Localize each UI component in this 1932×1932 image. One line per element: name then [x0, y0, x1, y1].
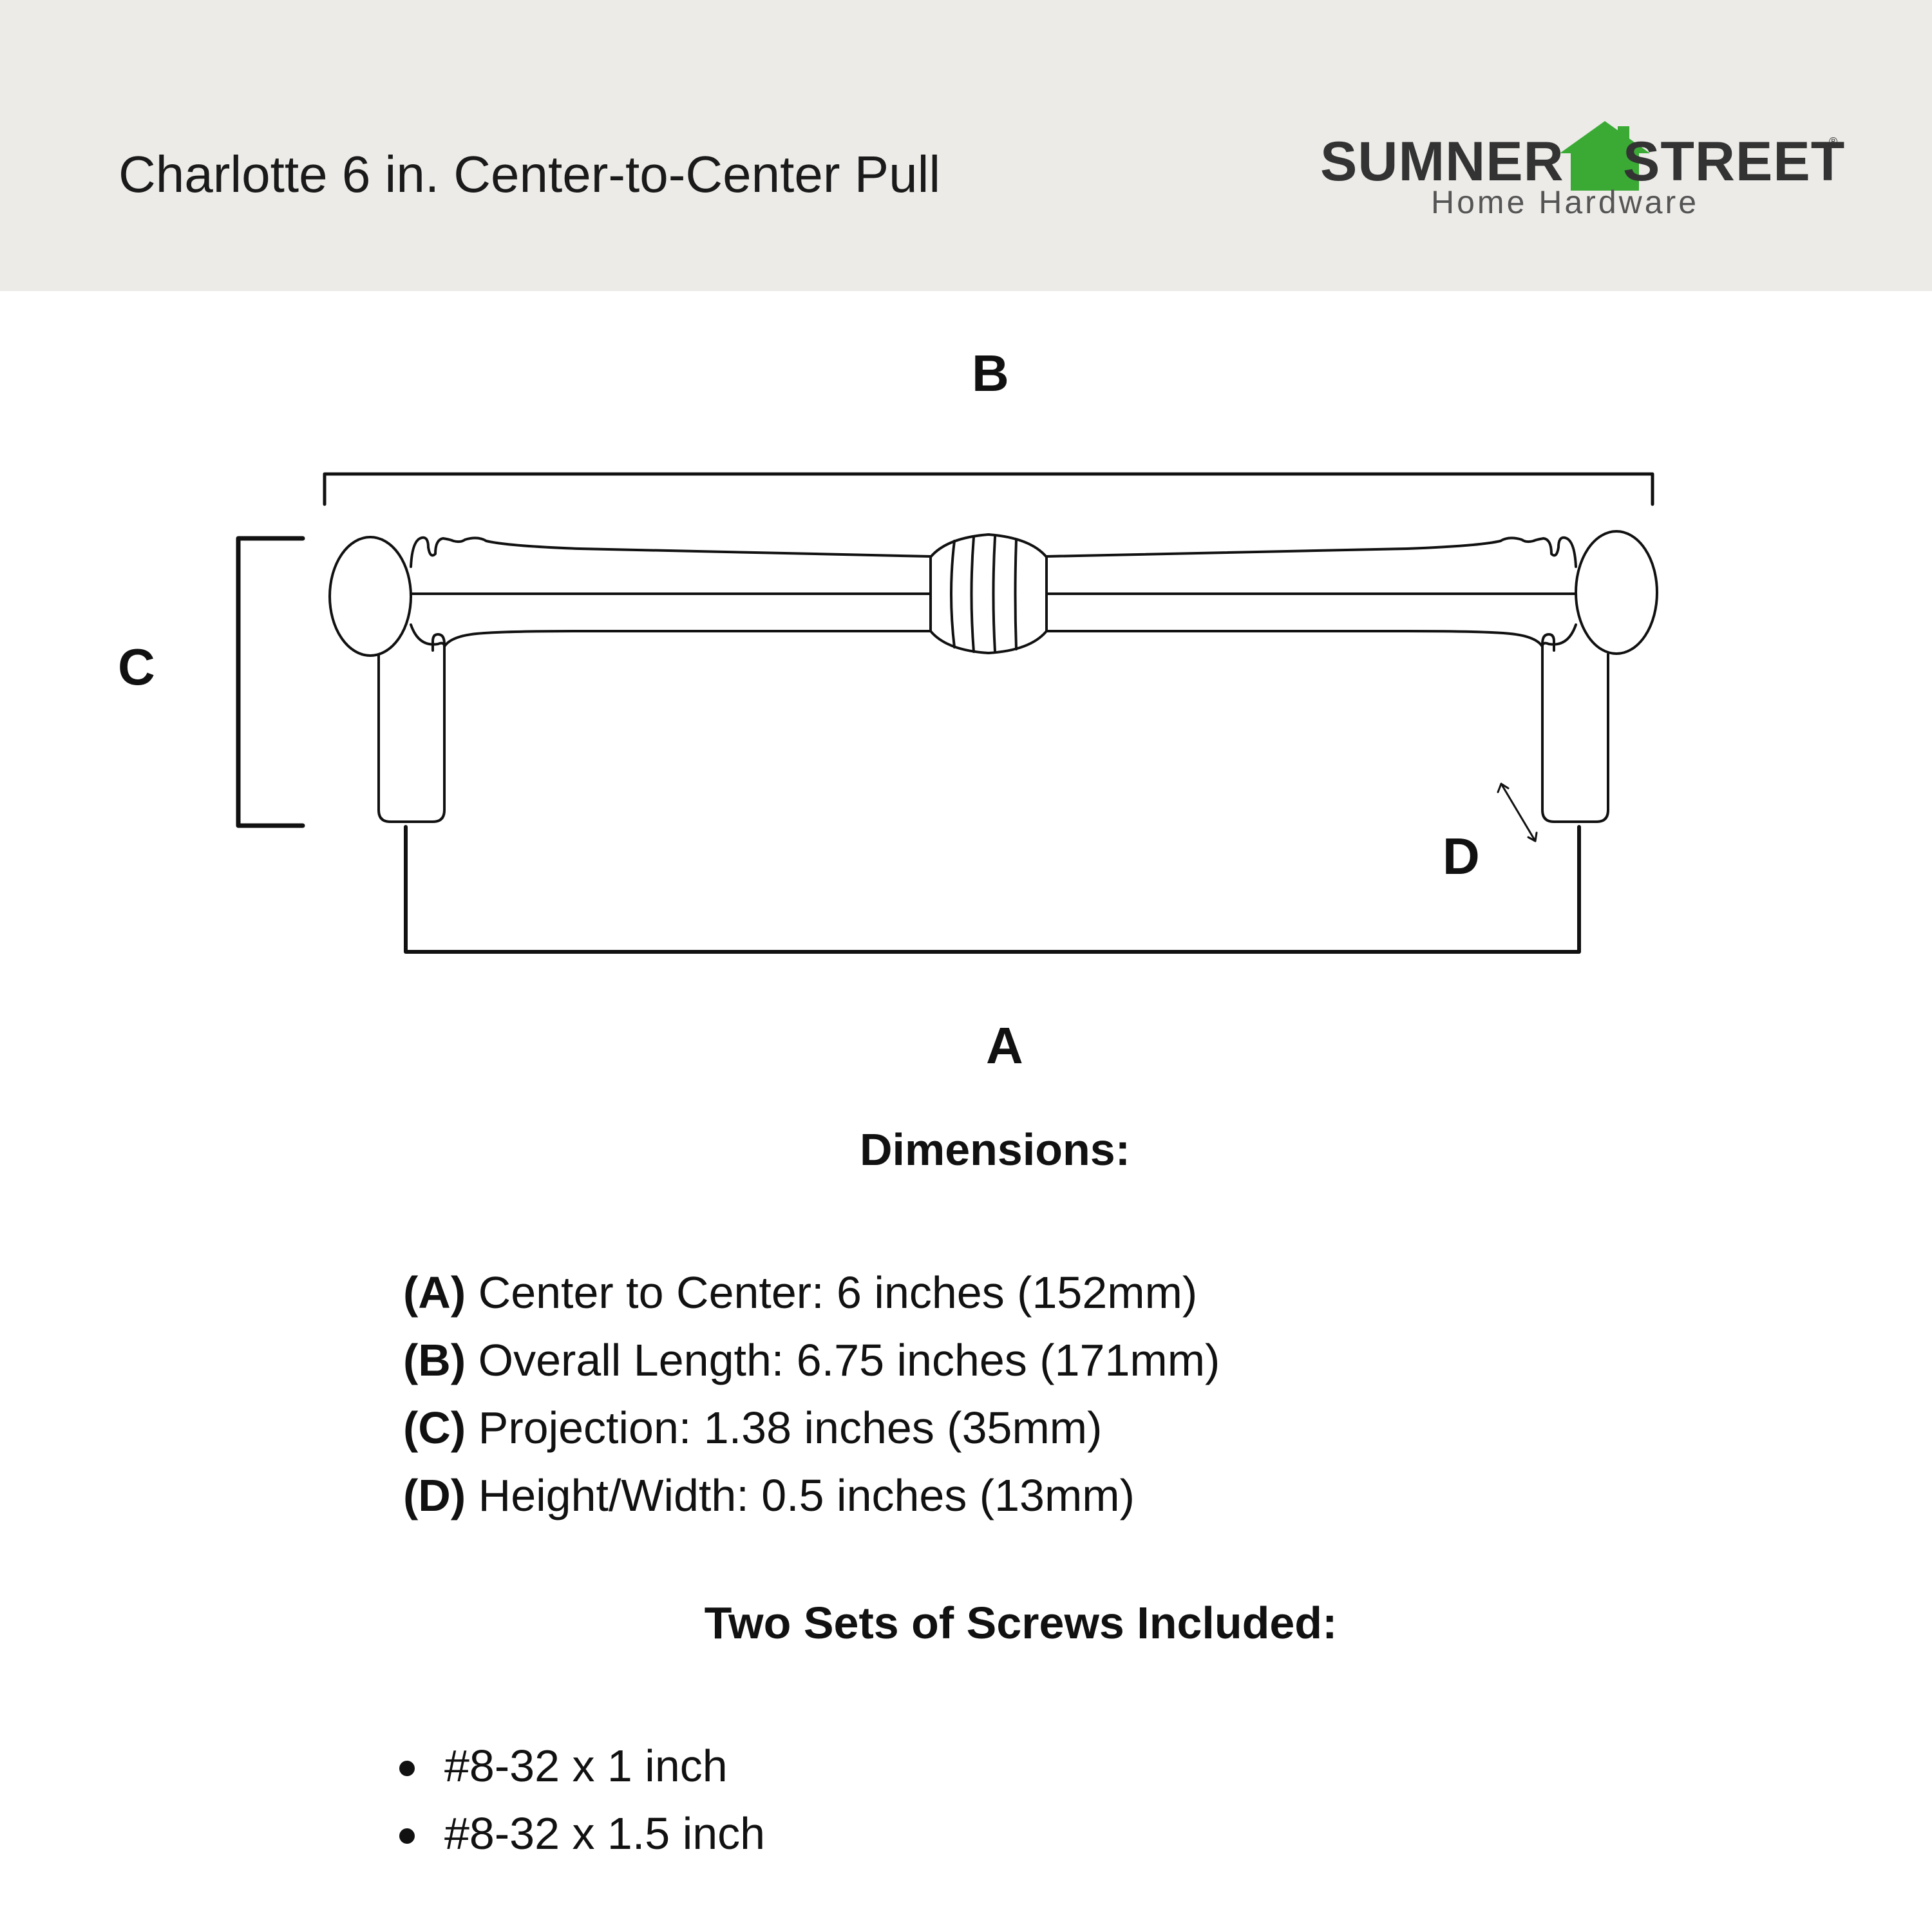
- dimension-text: Height/Width: 0.5 inches (13mm): [466, 1470, 1135, 1520]
- brand-logo: SUMNER STREET ® Home Hardware: [1320, 116, 1844, 225]
- dimension-text: Projection: 1.38 inches (35mm): [466, 1403, 1103, 1453]
- list-item: #8-32 x 1.5 inch: [399, 1800, 766, 1868]
- label-a: A: [986, 1017, 1023, 1074]
- label-b: B: [972, 345, 1009, 402]
- dimension-item-c: (C) Projection: 1.38 inches (35mm): [403, 1394, 1220, 1462]
- pull-diagram: B C D A: [0, 291, 1932, 1128]
- dimension-item-d: (D) Height/Width: 0.5 inches (13mm): [403, 1462, 1220, 1530]
- screws-list: #8-32 x 1 inch #8-32 x 1.5 inch: [399, 1732, 766, 1868]
- screw-text: #8-32 x 1 inch: [444, 1741, 728, 1791]
- dimensions-list: (A) Center to Center: 6 inches (152mm) (…: [403, 1259, 1220, 1530]
- screws-heading: Two Sets of Screws Included:: [704, 1598, 1338, 1648]
- dimension-a-bracket: [404, 825, 1581, 954]
- pull-drawing: [236, 472, 1658, 954]
- logo-word-right: STREET: [1623, 131, 1846, 193]
- house-icon: [1560, 121, 1650, 191]
- dimension-item-a: (A) Center to Center: 6 inches (152mm): [403, 1259, 1220, 1327]
- dimension-code: (B): [403, 1335, 466, 1385]
- label-c: C: [118, 638, 155, 696]
- dimension-b-bracket: [323, 472, 1654, 506]
- screw-text: #8-32 x 1.5 inch: [444, 1808, 766, 1859]
- logo-tagline: Home Hardware: [1431, 184, 1700, 220]
- dimension-d-arrow: [1500, 782, 1537, 842]
- dimension-item-b: (B) Overall Length: 6.75 inches (171mm): [403, 1327, 1220, 1394]
- registered-mark: ®: [1829, 135, 1838, 148]
- header-banner: Charlotte 6 in. Center-to-Center Pull SU…: [0, 0, 1932, 291]
- list-item: #8-32 x 1 inch: [399, 1732, 765, 1800]
- dimension-code: (D): [403, 1470, 466, 1520]
- label-d: D: [1443, 828, 1480, 885]
- dimensions-heading: Dimensions:: [859, 1124, 1131, 1175]
- pull-handle-outline: [328, 530, 1658, 823]
- bullet-icon: [399, 1828, 415, 1844]
- dimension-c-bracket: [236, 536, 305, 828]
- dimension-text: Overall Length: 6.75 inches (171mm): [466, 1335, 1220, 1385]
- product-title: Charlotte 6 in. Center-to-Center Pull: [118, 146, 941, 203]
- dimension-code: (A): [403, 1267, 466, 1318]
- logo-word-left: SUMNER: [1320, 131, 1564, 193]
- bullet-icon: [399, 1761, 415, 1776]
- dimension-code: (C): [403, 1403, 466, 1453]
- dimension-text: Center to Center: 6 inches (152mm): [466, 1267, 1198, 1318]
